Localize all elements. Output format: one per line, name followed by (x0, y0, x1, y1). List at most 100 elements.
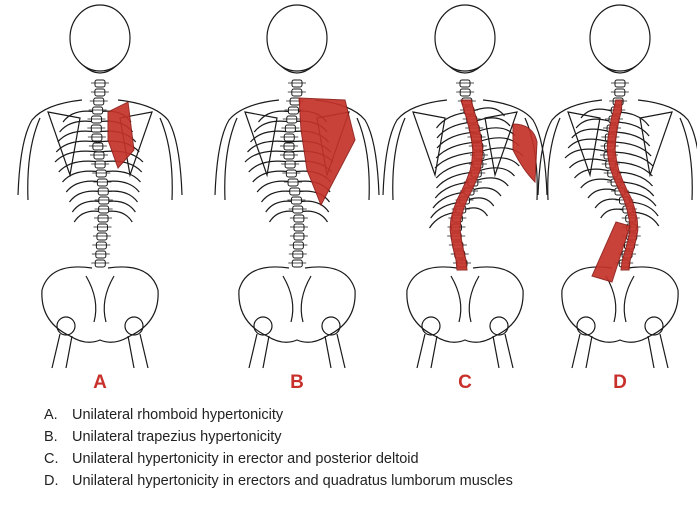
sacrum (86, 276, 114, 322)
vertebra (95, 89, 105, 96)
rib (56, 141, 98, 152)
vertebra (96, 242, 106, 249)
vertebra (99, 206, 109, 213)
panel-label-c: C (445, 372, 485, 394)
vertebra (284, 152, 294, 159)
vertebra (91, 125, 101, 132)
jaw (281, 66, 313, 73)
right-arm (160, 118, 172, 200)
right-scapula (485, 112, 517, 175)
vertebra (96, 251, 106, 258)
vertebra (460, 89, 470, 96)
vertebra (293, 242, 303, 249)
pelvis (562, 267, 678, 342)
caption-text: Unilateral rhomboid hypertonicity (72, 407, 283, 423)
vertebra (95, 260, 105, 267)
vertebra (615, 89, 625, 96)
jaw (84, 66, 116, 73)
left-arm (393, 118, 405, 200)
right-femur (128, 334, 148, 368)
vertebra (99, 197, 109, 204)
skeleton-a (18, 5, 182, 368)
right-femur (648, 334, 668, 368)
rib (251, 131, 290, 142)
skull (267, 5, 327, 71)
right-femur (325, 334, 345, 368)
panel-label-a: A (80, 372, 120, 394)
skull (435, 5, 495, 71)
jaw (449, 66, 481, 73)
caption-text: Unilateral hypertonicity in erector and … (72, 451, 419, 467)
vertebra (286, 170, 296, 177)
vertebra (94, 98, 104, 105)
vertebra (95, 80, 105, 87)
caption-item-d: D.Unilateral hypertonicity in erectors a… (44, 470, 513, 492)
jaw (604, 66, 636, 73)
caption-list: A.Unilateral rhomboid hypertonicity B.Un… (44, 404, 513, 492)
rhomboid-muscle (108, 102, 134, 168)
right-arm (357, 118, 369, 200)
vertebra (291, 197, 301, 204)
left-femur (52, 334, 72, 368)
vertebra (293, 251, 303, 258)
rib (568, 139, 610, 148)
caption-item-b: B.Unilateral trapezius hypertonicity (44, 426, 513, 448)
caption-key: A. (44, 404, 72, 426)
vertebra (294, 215, 304, 222)
caption-text: Unilateral trapezius hypertonicity (72, 429, 282, 445)
vertebra (97, 233, 107, 240)
caption-key: B. (44, 426, 72, 448)
hip-socket (645, 317, 663, 335)
vertebra (93, 143, 103, 150)
left-scapula (413, 112, 445, 175)
hip-socket (57, 317, 75, 335)
vertebra (94, 152, 104, 159)
posterior-deltoid-muscle (513, 124, 537, 182)
vertebra (288, 107, 298, 114)
left-arm (28, 118, 40, 200)
vertebra (288, 179, 298, 186)
spine-figure (0, 0, 697, 395)
left-femur (249, 334, 269, 368)
panel-label-b: B (277, 372, 317, 394)
vertebra (95, 161, 105, 168)
vertebra (92, 116, 102, 123)
rib (245, 151, 289, 162)
panel-label-d: D (600, 372, 640, 394)
caption-text: Unilateral hypertonicity in erectors and… (72, 473, 513, 489)
sacrum (283, 276, 311, 322)
vertebra (98, 215, 108, 222)
vertebra (97, 179, 107, 186)
hip-socket (422, 317, 440, 335)
rib (248, 141, 290, 152)
skull (590, 5, 650, 71)
sacrum (606, 276, 634, 322)
vertebra (93, 107, 103, 114)
right-femur (493, 334, 513, 368)
caption-item-c: C.Unilateral hypertonicity in erector an… (44, 448, 513, 470)
pelvis (42, 267, 158, 342)
vertebra (294, 233, 304, 240)
skull (70, 5, 130, 71)
vertebra (290, 188, 300, 195)
rib (565, 149, 609, 158)
sacrum (451, 276, 479, 322)
rib (569, 159, 611, 168)
vertebra (292, 89, 302, 96)
vertebra (285, 161, 295, 168)
vertebra (292, 80, 302, 87)
vertebra (284, 134, 294, 141)
caption-key: D. (44, 470, 72, 492)
skeleton-b (215, 5, 379, 368)
pelvis (239, 267, 355, 342)
pelvis (407, 267, 523, 342)
vertebra (287, 116, 297, 123)
caption-item-a: A.Unilateral rhomboid hypertonicity (44, 404, 513, 426)
hip-socket (577, 317, 595, 335)
left-femur (417, 334, 437, 368)
hip-socket (322, 317, 340, 335)
left-arm (225, 118, 237, 200)
vertebra (98, 224, 108, 231)
vertebra (292, 260, 302, 267)
vertebra (294, 224, 304, 231)
